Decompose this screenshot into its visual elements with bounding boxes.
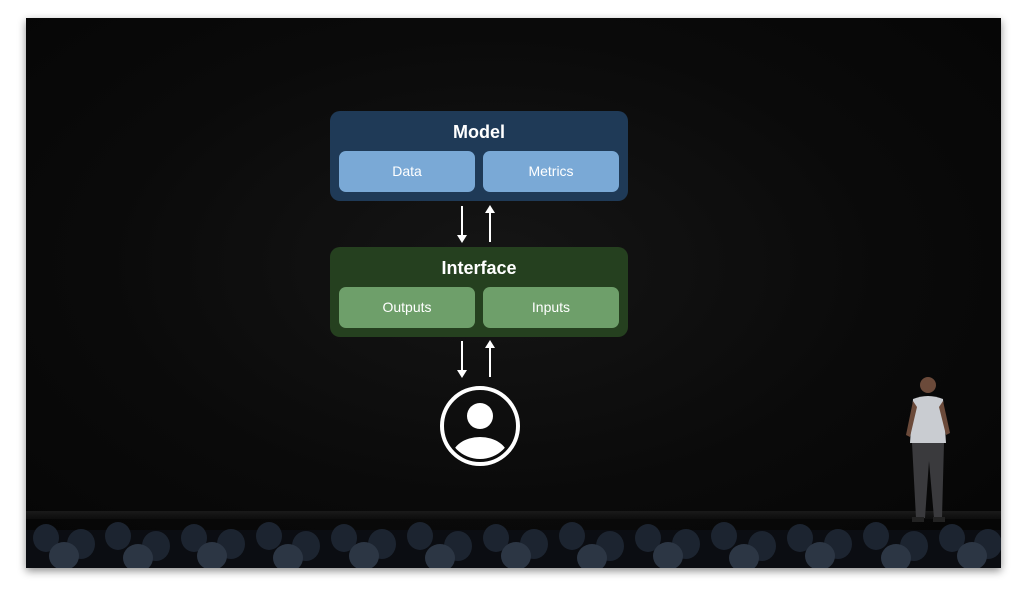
stage-floor <box>26 511 1001 519</box>
interface-box: Interface Outputs Inputs <box>330 247 628 337</box>
bidirectional-arrows-user <box>457 340 495 378</box>
inputs-chip: Inputs <box>483 287 619 328</box>
model-title: Model <box>453 122 505 142</box>
outputs-chip: Outputs <box>339 287 475 328</box>
presentation-screenshot: Model Data Metrics Interface Outputs Inp… <box>26 18 1001 568</box>
presenter-figure <box>906 377 950 522</box>
metrics-chip: Metrics <box>483 151 619 192</box>
model-box: Model Data Metrics <box>330 111 628 201</box>
bidirectional-arrows <box>457 205 495 243</box>
data-chip: Data <box>339 151 475 192</box>
person-in-circle-icon <box>440 386 520 466</box>
interface-title: Interface <box>441 258 517 278</box>
audience-silhouettes <box>26 522 1001 568</box>
